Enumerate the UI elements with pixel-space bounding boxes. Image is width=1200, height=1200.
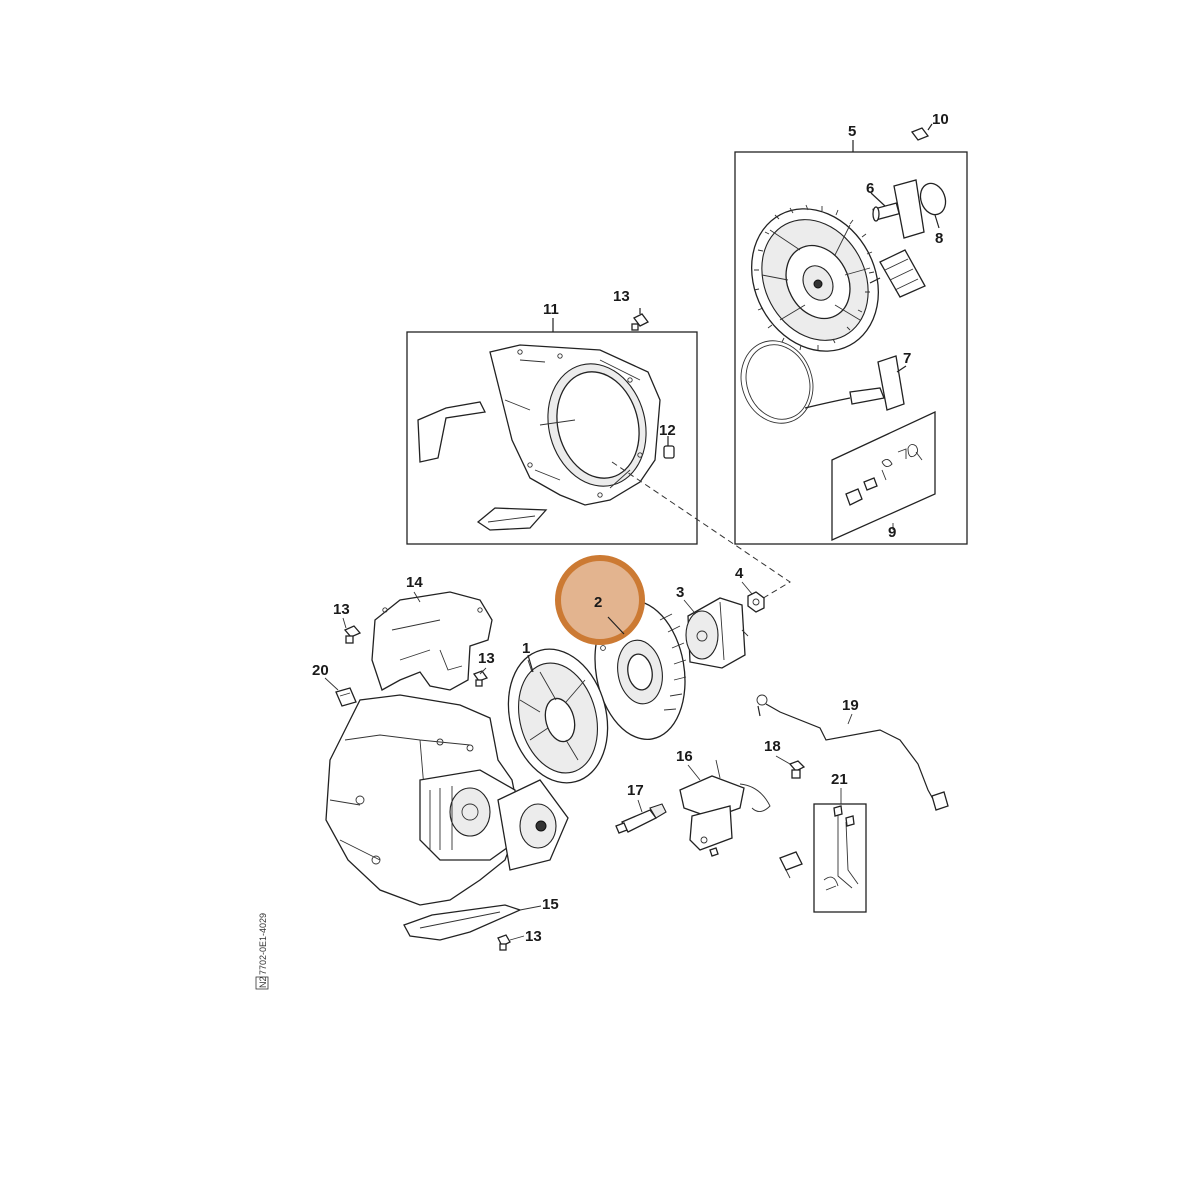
- engine-crankcase[interactable]: [325, 694, 521, 906]
- callout-9: 9: [888, 524, 896, 541]
- bolt-13-top[interactable]: [631, 308, 649, 331]
- engine-shroud-part-14[interactable]: [371, 591, 493, 691]
- callout-21: 21: [831, 771, 848, 788]
- callout-13-bottom: 13: [525, 928, 542, 945]
- base-plate-part-15[interactable]: [403, 904, 522, 941]
- bolt-part-18[interactable]: [788, 760, 806, 779]
- starter-pulley-part-1[interactable]: [494, 638, 622, 794]
- callout-6: 6: [866, 180, 874, 197]
- callout-2: 2: [594, 594, 602, 611]
- assembly-dashed-line: [611, 461, 791, 601]
- callout-11: 11: [543, 301, 559, 318]
- rope-grip-part-6[interactable]: [870, 179, 925, 239]
- starter-handle-upper[interactable]: [869, 249, 926, 298]
- air-guide-plate[interactable]: [417, 401, 486, 463]
- grommet-part-12[interactable]: [663, 436, 675, 459]
- highlight-part-2[interactable]: 2: [555, 555, 645, 645]
- bolt-13-middle[interactable]: [472, 670, 489, 687]
- callout-4: 4: [735, 565, 744, 582]
- callout-19: 19: [842, 697, 859, 714]
- group-frame-blower-housing: [406, 318, 698, 545]
- flywheel-nut-part-4[interactable]: [747, 591, 765, 613]
- callout-12: 12: [659, 422, 676, 439]
- callout-3: 3: [676, 584, 684, 601]
- callout-13-top: 13: [613, 288, 630, 305]
- callout-13-left: 13: [333, 601, 350, 618]
- ground-wire-part-19[interactable]: [756, 694, 949, 811]
- callout-17: 17: [627, 782, 644, 799]
- callout-14: 14: [406, 574, 423, 591]
- callout-13-middle: 13: [478, 650, 495, 667]
- recoil-starter-housing[interactable]: [727, 186, 902, 373]
- callout-16: 16: [676, 748, 693, 765]
- blower-housing-part-11[interactable]: [489, 344, 661, 506]
- callout-8: 8: [935, 230, 943, 247]
- switch-part[interactable]: [779, 851, 803, 879]
- cooling-fan-part-3[interactable]: [685, 597, 749, 669]
- drawing-code-box-text: N2: [258, 976, 268, 988]
- callout-10: 10: [932, 111, 949, 128]
- callout-1: 1: [522, 640, 530, 657]
- leader-lines: [324, 523, 894, 941]
- ignition-coil-part-16[interactable]: [679, 759, 771, 857]
- recoil-cover-on-engine[interactable]: [497, 779, 569, 871]
- callout-7: 7: [903, 350, 911, 367]
- starter-rope-part-7[interactable]: [730, 331, 907, 434]
- callout-labels: 1 3 4 5 6 7 8 9 10 11 12 13 13 13 13 14 …: [312, 111, 949, 945]
- bolt-13-bottom[interactable]: [497, 934, 511, 951]
- spark-plug-part-17[interactable]: [615, 803, 667, 834]
- callout-18: 18: [764, 738, 781, 755]
- callout-5: 5: [848, 123, 856, 140]
- group-frame-recoil-starter: [734, 140, 968, 545]
- clip-part-20[interactable]: [335, 687, 357, 707]
- cap-part-8[interactable]: [916, 180, 949, 229]
- air-guide-lower[interactable]: [476, 507, 548, 531]
- small-parts-kit-part-9[interactable]: [831, 410, 936, 542]
- drawing-code-text: 7702-0E1-4029: [258, 913, 268, 975]
- callout-15: 15: [542, 896, 559, 913]
- callout-20: 20: [312, 662, 329, 679]
- bolt-10[interactable]: [910, 123, 933, 141]
- wire-harness-box-part-21[interactable]: [813, 803, 867, 913]
- bolt-13-left[interactable]: [343, 625, 362, 644]
- drawing-code: 7702-0E1-4029 N2: [255, 913, 269, 990]
